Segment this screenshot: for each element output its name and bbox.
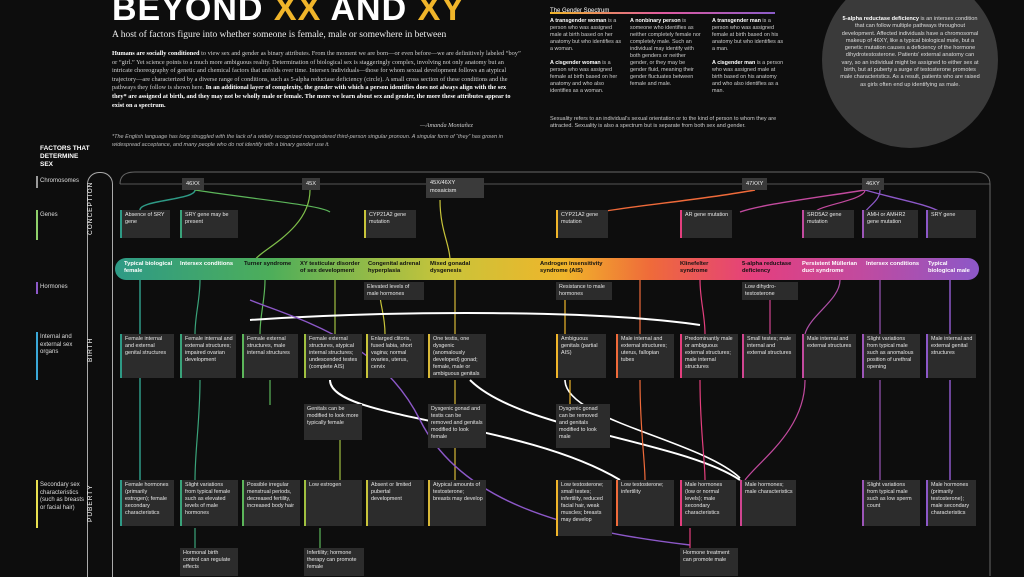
gene-box: SRD5A2 gene mutation — [802, 210, 854, 238]
author-credit: —Amanda Montañez — [420, 122, 473, 129]
intro-text: Humans are socially conditioned to view … — [112, 50, 521, 109]
band-label: Intersex conditions — [866, 261, 920, 267]
hormone-box: Low dihydro-testosterone — [742, 282, 798, 300]
organ-box: Male internal and external structures — [802, 334, 856, 378]
band-label: Persistent Müllerian duct syndrome — [802, 261, 858, 274]
spectrum-column-women: A transgender woman is a person who was … — [550, 18, 622, 94]
secondary-box: Low testosterone; infertility — [616, 480, 674, 526]
secondary-box: Slight variations from typical male such… — [862, 480, 920, 526]
secondary-box: Male hormones (primarily testosterone); … — [926, 480, 976, 526]
treatment-box: Infertility; hormone therapy can promote… — [304, 548, 364, 576]
treatment-box: Hormone treatment can promote male — [680, 548, 738, 576]
gene-box: AMH or AMHR2 gene mutation — [862, 210, 918, 238]
row-label-secondary: Secondary sex characteristics (such as b… — [40, 482, 85, 511]
organ-box: Male internal and external structures; u… — [616, 334, 674, 378]
gene-box: CYP21A2 gene mutation — [556, 210, 608, 238]
band-label: Turner syndrome — [244, 261, 292, 267]
secondary-box: Atypical amounts of testosterone; breast… — [428, 480, 486, 526]
spectrum-heading: The Gender Spectrum — [550, 8, 610, 14]
spectrum-column-nonbinary: A nonbinary person is someone who identi… — [630, 18, 701, 87]
spectrum-column-men: A transgender man is a person who was as… — [712, 18, 784, 94]
timeline-spine — [87, 172, 113, 577]
secondary-box: Low testosterone; small testes; infertil… — [556, 480, 612, 536]
organ-box: Slight variations from typical male such… — [862, 334, 920, 378]
row-marker-secondary — [36, 480, 38, 528]
row-label-chromosomes: Chromosomes — [40, 178, 80, 184]
secondary-box: Low estrogen — [304, 480, 362, 526]
factors-heading: FACTORS THAT DETERMINE SEX — [40, 145, 90, 168]
organ-box: Female internal and external genital str… — [120, 334, 174, 378]
row-label-hormones: Hormones — [40, 284, 68, 290]
gene-box: Absence of SRY gene — [120, 210, 170, 238]
hormone-box: Resistance to male hormones — [556, 282, 612, 300]
band-label: XY testicular disorder of sex developmen… — [300, 261, 360, 274]
organ-box: Female external structures, male interna… — [242, 334, 298, 378]
row-marker-hormones — [36, 282, 38, 294]
row-label-genes: Genes — [40, 212, 58, 218]
secondary-box: Female hormones (primarily estrogen); fe… — [120, 480, 174, 526]
chromosome-chip: 45X/46XY mosaicism — [426, 178, 484, 198]
gene-box: SRY gene — [926, 210, 976, 238]
band-label: Mixed gonadal dysgenesis — [430, 261, 471, 274]
chromosome-chip: 45X — [302, 178, 320, 190]
modification-box: Genitals can be modified to look more ty… — [304, 404, 362, 440]
modification-box: Dysgenic gonad and testis can be removed… — [428, 404, 486, 448]
page-subtitle: A host of factors figure into whether so… — [112, 30, 447, 40]
spectrum-gradient-line — [550, 12, 775, 14]
sexuality-note: Sexuality refers to an individual’s sexu… — [550, 116, 777, 130]
organ-box: Male internal and external genital struc… — [926, 334, 976, 378]
treatment-box: Hormonal birth control can regulate effe… — [180, 548, 238, 576]
sex-spectrum-band — [115, 258, 979, 280]
band-label: Congenital adrenal hyperplasia — [368, 261, 421, 274]
secondary-box: Possible irregular menstrual periods, de… — [242, 480, 300, 526]
callout-circle — [822, 0, 998, 148]
organ-box: Small testes; male internal and external… — [742, 334, 796, 378]
band-label: Intersex conditions — [180, 261, 234, 267]
chromosome-chip: 46XY — [862, 178, 884, 190]
secondary-box: Slight variations from typical female su… — [180, 480, 238, 526]
modification-box: Dysgenic gonad can be removed and genita… — [556, 404, 610, 448]
secondary-box: Male hormones; male characteristics — [740, 480, 796, 526]
organ-box: Ambiguous genitals (partial AIS) — [556, 334, 606, 378]
organ-box: Enlarged clitoris, fused labia, short va… — [366, 334, 424, 378]
organ-box: One testis, one dysgenic (anomalously de… — [428, 334, 486, 378]
chromosome-chip: 47XXY — [742, 178, 768, 190]
page-title: BEYOND XX AND XY — [112, 0, 465, 28]
row-marker-chromosomes — [36, 176, 38, 188]
chromosome-chip: 46XX — [182, 178, 204, 190]
gene-box: AR gene mutation — [680, 210, 732, 238]
secondary-box: Male hormones (low or normal levels); ma… — [680, 480, 736, 526]
secondary-box: Absent or limited pubertal development — [366, 480, 424, 526]
row-marker-organs — [36, 332, 38, 380]
row-label-organs: Internal and external sex organs — [40, 334, 73, 355]
gene-box: SRY gene may be present — [180, 210, 238, 238]
organ-box: Female internal and external structures;… — [180, 334, 236, 378]
band-label: Androgen insensitivity syndrome (AIS) — [540, 261, 603, 274]
row-marker-genes — [36, 210, 38, 240]
gene-box: CYP21A2 gene mutation — [364, 210, 416, 238]
band-label: Typical biological female — [124, 261, 173, 274]
organ-box: Female external structures, atypical int… — [304, 334, 362, 378]
band-label: Klinefelter syndrome — [680, 261, 709, 274]
hormone-box: Elevated levels of male hormones — [364, 282, 424, 300]
organ-box: Predominantly male or ambiguous external… — [680, 334, 738, 378]
band-label: 5-alpha reductase deficiency — [742, 261, 792, 274]
band-label: Typical biological male — [928, 261, 970, 274]
footnote: *The English language has long struggled… — [112, 134, 503, 148]
callout-circle-text: 5-alpha reductase deficiency is an inter… — [840, 16, 980, 88]
